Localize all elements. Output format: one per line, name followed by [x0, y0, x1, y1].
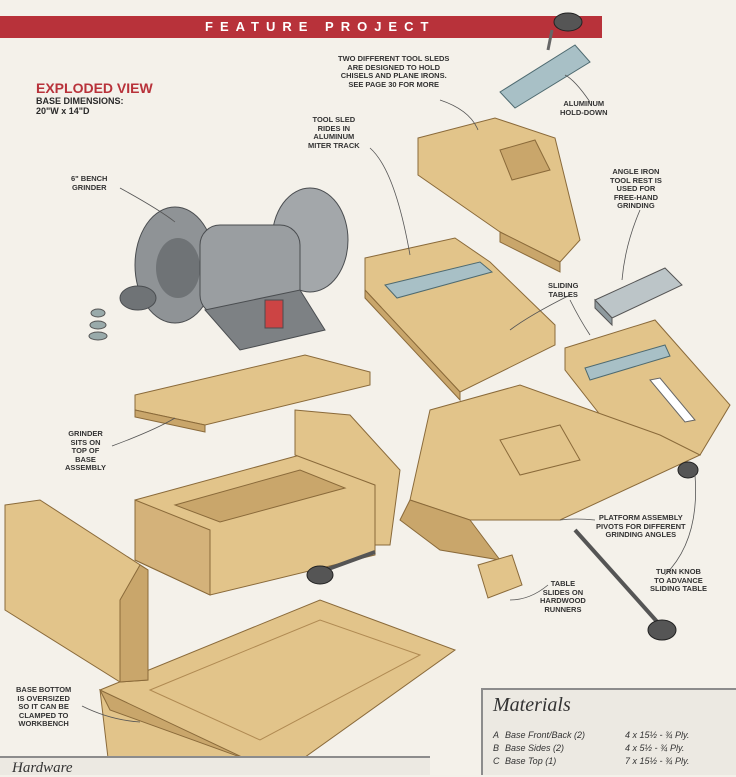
base-dimensions-value: 20"W x 14"D	[36, 106, 90, 116]
materials-row: A Base Front/Back (2) 4 x 15½ - ¾ Ply.	[493, 730, 689, 740]
materials-size: 4 x 5½ - ¾ Ply.	[625, 743, 685, 753]
washer-stack	[88, 308, 108, 341]
hardware-title: Hardware	[12, 760, 73, 776]
materials-row: B Base Sides (2) 4 x 5½ - ¾ Ply.	[493, 743, 684, 753]
hardwood-runner	[477, 554, 523, 599]
aluminum-hold-down	[499, 12, 591, 109]
side-knob	[306, 550, 376, 585]
materials-panel: Materials A Base Front/Back (2) 4 x 15½ - …	[481, 688, 736, 775]
base-bottom	[98, 599, 457, 775]
tool-sled-lower	[364, 237, 556, 402]
materials-letter: B	[493, 743, 500, 753]
callout-leaders	[81, 74, 696, 723]
title-block: EXPLODED VIEW BASE DIMENSIONS: 20"W x 14…	[36, 80, 153, 116]
materials-letter: A	[493, 730, 500, 740]
callout-tool-sled-track: TOOL SLED RIDES IN ALUMINUM MITER TRACK	[308, 115, 360, 150]
materials-name: Base Top (1)	[505, 756, 557, 766]
materials-row: C Base Top (1) 7 x 15½ - ¾ Ply.	[493, 756, 689, 766]
exploded-view-title: EXPLODED VIEW	[36, 80, 153, 96]
materials-name: Base Sides (2)	[505, 743, 565, 753]
header-title: FEATURE PROJECT	[205, 19, 436, 34]
materials-name: Base Front/Back (2)	[505, 730, 586, 740]
materials-letter: C	[493, 756, 500, 766]
materials-size: 7 x 15½ - ¾ Ply.	[625, 756, 690, 766]
callout-tool-sleds: TWO DIFFERENT TOOL SLEDS ARE DESIGNED TO…	[338, 54, 450, 89]
callout-table-slides: TABLE SLIDES ON HARDWOOD RUNNERS	[540, 579, 586, 614]
header-band: FEATURE PROJECT	[0, 16, 602, 38]
materials-size: 4 x 15½ - ¾ Ply.	[625, 730, 690, 740]
callout-sliding-tables: SLIDING TABLES	[548, 281, 579, 299]
base-box	[134, 409, 401, 596]
materials-title: Materials	[493, 694, 571, 716]
tool-sled-upper	[417, 117, 581, 273]
bench-grinder	[119, 187, 349, 351]
base-dimensions-label: BASE DIMENSIONS:	[36, 96, 124, 106]
base-side-panel	[4, 499, 149, 683]
callout-base-bottom: BASE BOTTOM IS OVERSIZED SO IT CAN BE CL…	[16, 685, 72, 728]
callout-angle-iron: ANGLE IRON TOOL REST IS USED FOR FREE-HA…	[610, 167, 662, 210]
turn-knob-rod	[573, 461, 699, 641]
callout-aluminum-hold-down: ALUMINUM HOLD-DOWN	[560, 99, 608, 117]
angle-iron-tool-rest	[594, 267, 683, 327]
hardware-panel: Hardware	[0, 756, 430, 776]
callout-bench-grinder: 6" BENCH GRINDER	[71, 174, 108, 192]
callout-platform-pivots: PLATFORM ASSEMBLY PIVOTS FOR DIFFERENT G…	[596, 513, 686, 539]
callout-grinder-sits: GRINDER SITS ON TOP OF BASE ASSEMBLY	[65, 429, 106, 472]
platform-assembly	[399, 384, 702, 561]
callout-turn-knob: TURN KNOB TO ADVANCE SLIDING TABLE	[650, 567, 707, 593]
